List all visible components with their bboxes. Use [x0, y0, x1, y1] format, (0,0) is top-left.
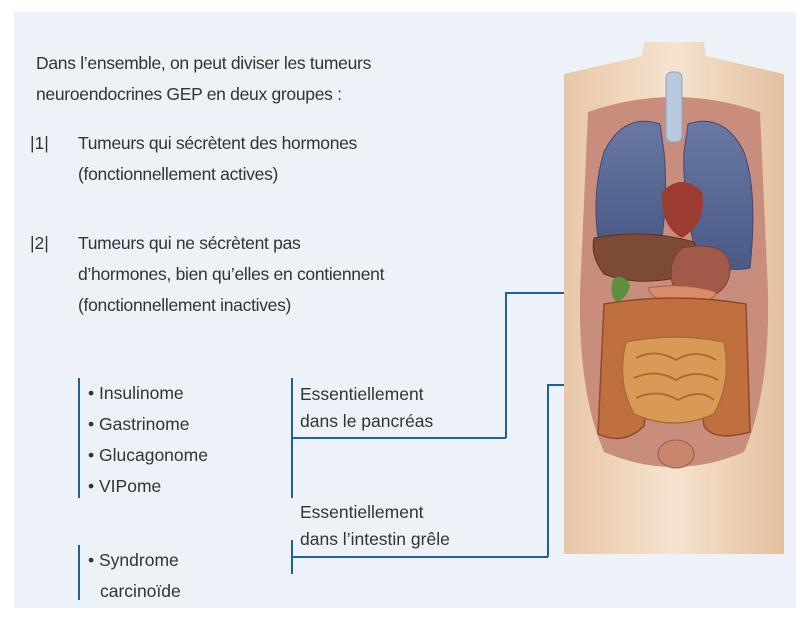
group-1-line-1: Tumeurs qui sécrètent des hormones [78, 128, 357, 159]
intro-line-2: neuroendocrines GEP en deux groupes : [36, 79, 371, 110]
group-1-text: Tumeurs qui sécrètent des hormones (fonc… [78, 128, 357, 190]
list-item: Insulinome [88, 378, 208, 409]
pancreas-location-label: Essentiellement dans le pancréas [300, 381, 433, 435]
intro-text: Dans l’ensemble, on peut diviser les tum… [36, 48, 371, 110]
group-1-number: |1| [30, 128, 49, 159]
group-1-line-2: (fonctionnellement actives) [78, 159, 357, 190]
pancreas-tumor-list: Insulinome Gastrinome Glucagonome VIPome [88, 378, 208, 502]
torso-anatomy-illustration [564, 42, 784, 554]
intro-line-1: Dans l’ensemble, on peut diviser les tum… [36, 48, 371, 79]
intestine-list-bracket [78, 545, 80, 600]
list-item: VIPome [88, 471, 208, 502]
intestine-connector-horizontal [291, 556, 548, 558]
group-2-line-3: (fonctionnellement inactives) [78, 290, 384, 321]
intestine-location-label: Essentiellement dans l’intestin grêle [300, 499, 450, 553]
group-2-line-1: Tumeurs qui ne sécrètent pas [78, 228, 384, 259]
pancreas-connector-vertical [505, 292, 507, 438]
list-item: Glucagonome [88, 440, 208, 471]
intestine-tumor-list: • Syndrome carcinoïde [88, 545, 181, 607]
pancreas-connector-horizontal [291, 437, 506, 439]
list-item: Gastrinome [88, 409, 208, 440]
group-2-number: |2| [30, 228, 49, 259]
intestine-connector-vertical [547, 384, 549, 557]
pancreas-list-bracket [78, 378, 80, 498]
group-2-line-2: d’hormones, bien qu’elles en contiennent [78, 259, 384, 290]
group-2-text: Tumeurs qui ne sécrètent pas d’hormones,… [78, 228, 384, 321]
list-item: carcinoïde [88, 576, 181, 607]
list-item: • Syndrome [88, 545, 181, 576]
